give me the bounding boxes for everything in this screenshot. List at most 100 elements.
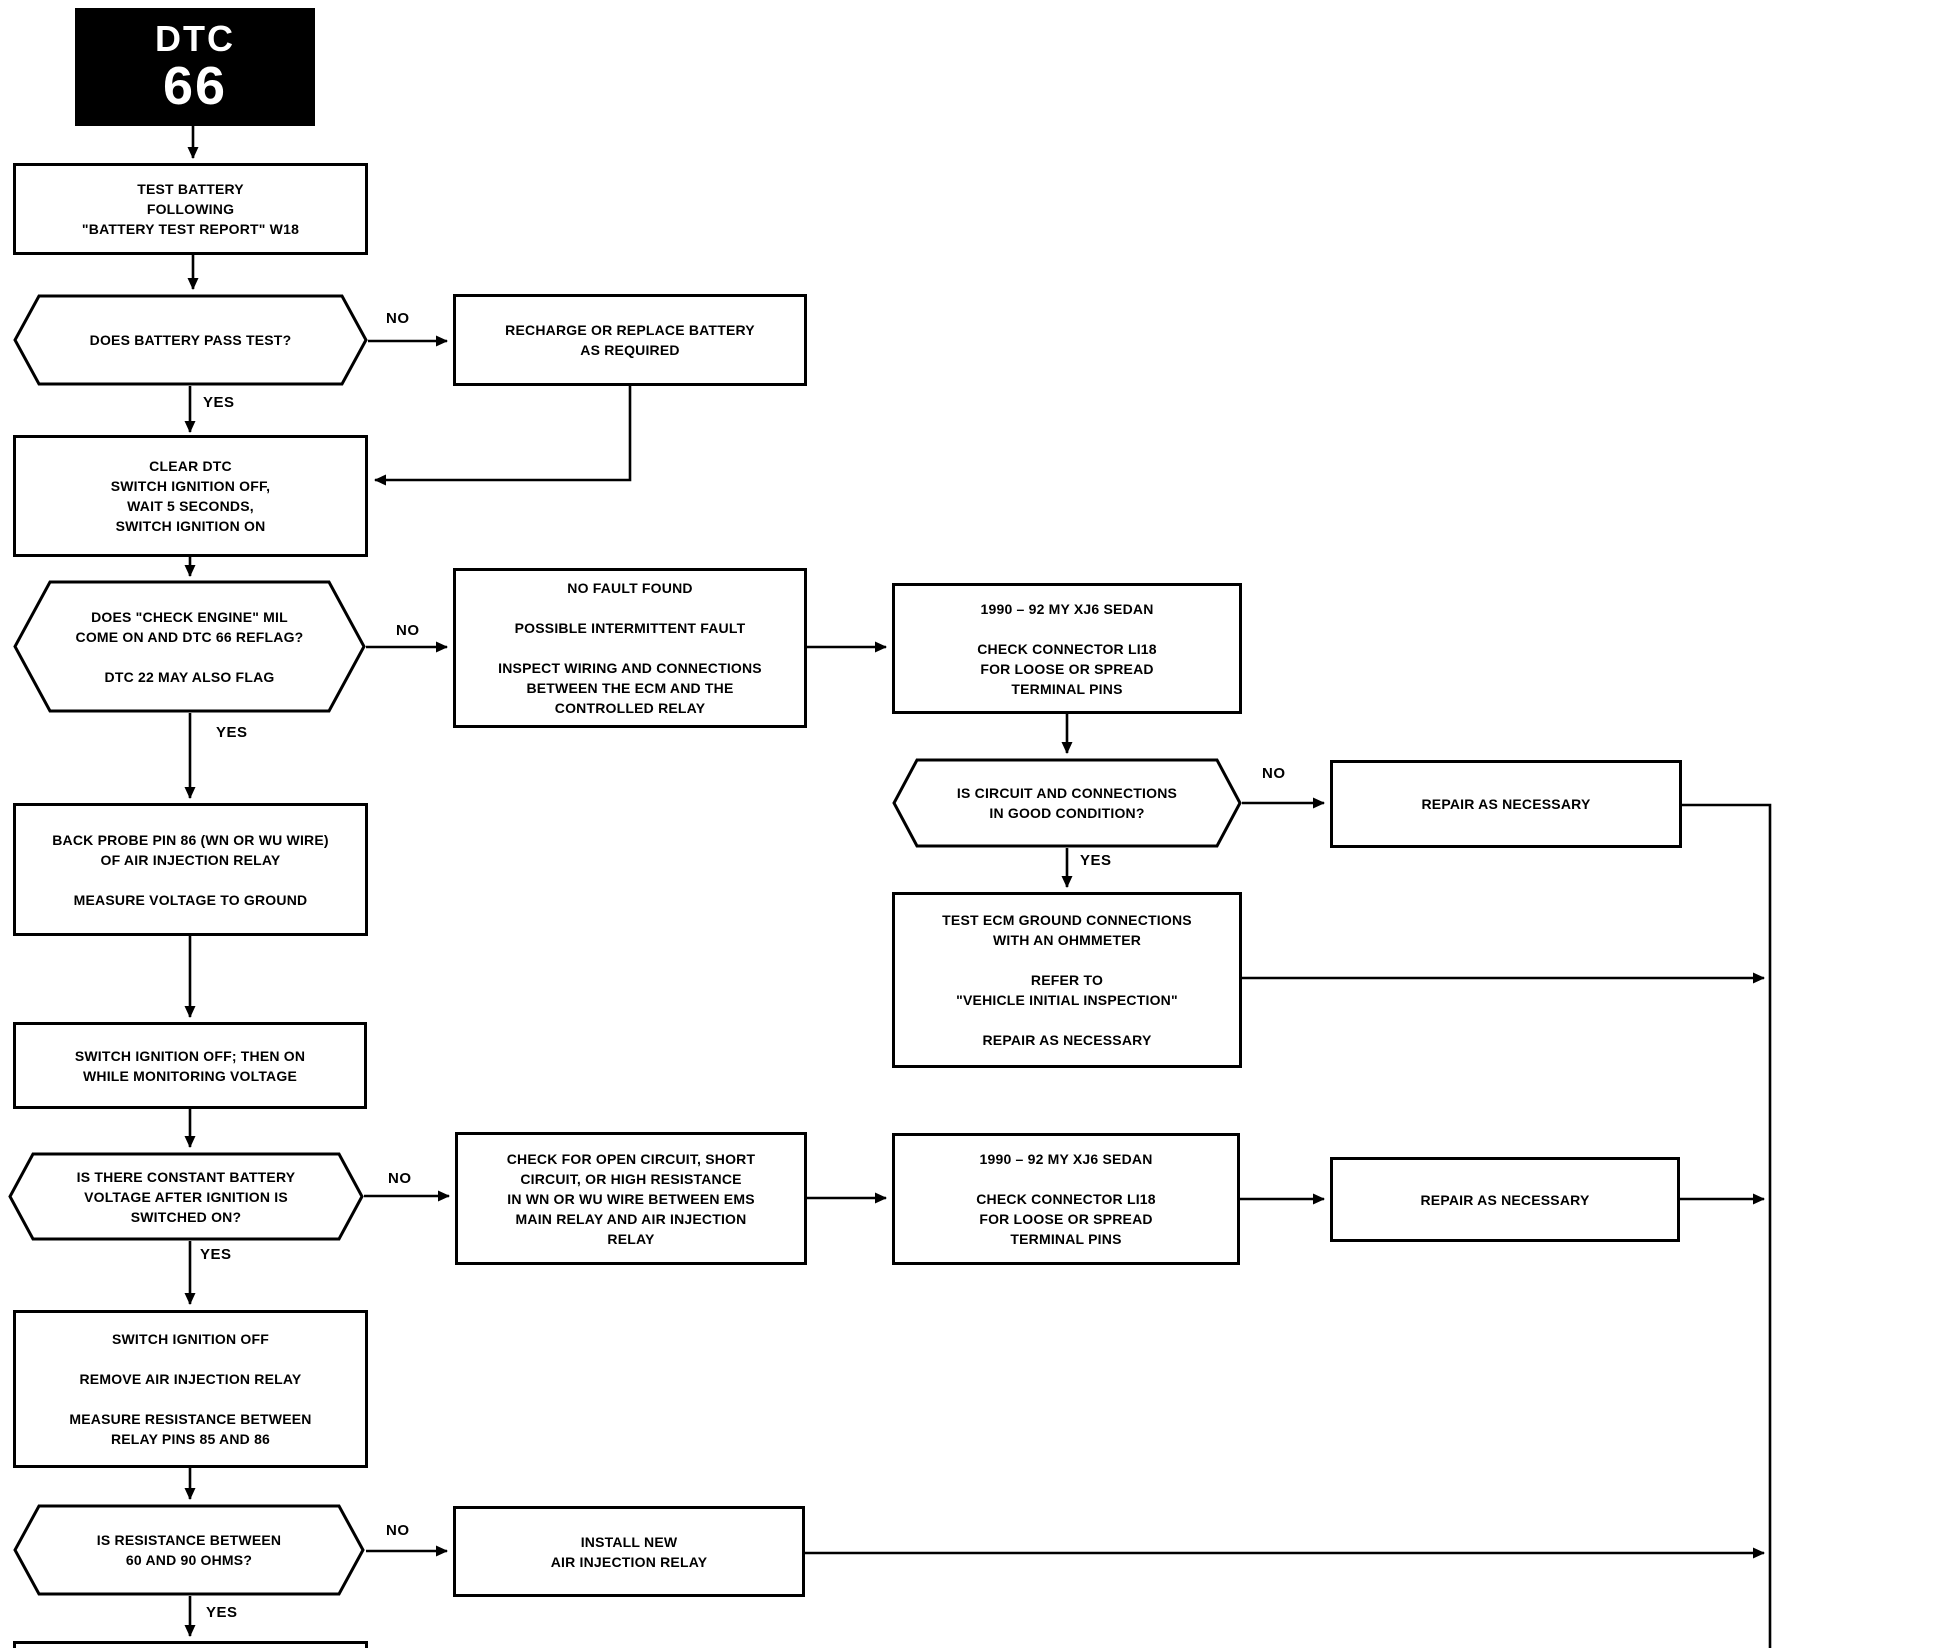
text-line: COME ON AND DTC 66 REFLAG?: [75, 628, 304, 645]
text-line: WITH AN OHMMETER: [992, 932, 1142, 948]
node-recharge-battery: RECHARGE OR REPLACE BATTERY AS REQUIRED: [453, 294, 807, 386]
text-line: BACK PROBE PIN 86 (WN OR WU WIRE): [52, 831, 329, 848]
text-line: FOLLOWING: [146, 201, 235, 217]
edge-label-yes-constant-voltage: YES: [200, 1246, 232, 1263]
text-line: [895, 619, 1239, 639]
text-line: SWITCH IGNITION OFF; THEN ON: [74, 1047, 306, 1064]
text-line: RECHARGE OR REPLACE BATTERY: [505, 322, 755, 338]
text-line: REPAIR AS NECESSARY: [982, 1032, 1152, 1048]
node-test-ecm-ground-text: TEST ECM GROUND CONNECTIONS WITH AN OHMME…: [895, 910, 1239, 1050]
text-line: SWITCH IGNITION OFF,: [110, 478, 271, 494]
text-line: WAIT 5 SECONDS,: [127, 498, 254, 514]
text-line: [456, 598, 804, 618]
text-line: CIRCUIT, OR HIGH RESISTANCE: [520, 1170, 742, 1187]
arrow-recharge-elbow-to-cleardtc: [374, 386, 632, 486]
node-check-open-circuit: CHECK FOR OPEN CIRCUIT, SHORT CIRCUIT, OR…: [455, 1132, 807, 1265]
hexagon-shape: [13, 580, 366, 713]
node-xj6-sedan-connector-2: 1990 – 92 MY XJ6 SEDAN CHECK CONNECTOR L…: [892, 1133, 1240, 1265]
text-line: POSSIBLE INTERMITTENT FAULT: [514, 620, 746, 636]
text-line: REMOVE AIR INJECTION RELAY: [79, 1371, 302, 1387]
text-line: [16, 1349, 365, 1369]
hexagon-shape: [8, 1152, 364, 1241]
edge-label-yes-circuit-ok: YES: [1080, 852, 1112, 869]
text-line: [895, 1010, 1239, 1030]
node-no-fault-found: NO FAULT FOUND POSSIBLE INTERMITTENT FAU…: [453, 568, 807, 728]
text-line: NO FAULT FOUND: [567, 580, 693, 596]
node-no-fault-found-text: NO FAULT FOUND POSSIBLE INTERMITTENT FAU…: [456, 578, 804, 718]
text-line: CHECK CONNECTOR LI18: [977, 640, 1157, 657]
text-line: AS REQUIRED: [580, 342, 680, 358]
node-xj6-sedan-connector-2-text: 1990 – 92 MY XJ6 SEDAN CHECK CONNECTOR L…: [895, 1149, 1237, 1249]
text-line: MAIN RELAY AND AIR INJECTION: [515, 1210, 747, 1227]
node-repair-as-necessary-2: REPAIR AS NECESSARY: [1330, 1157, 1680, 1242]
text-line: DTC 22 MAY ALSO FLAG: [104, 668, 275, 685]
text-line: FOR LOOSE OR SPREAD: [979, 1211, 1153, 1227]
text-line: 1990 – 92 MY XJ6 SEDAN: [980, 600, 1154, 617]
text-line: BETWEEN THE ECM AND THE: [526, 680, 734, 696]
text-line: TEST BATTERY: [137, 181, 244, 197]
text-line: CHECK FOR OPEN CIRCUIT, SHORT: [506, 1150, 756, 1167]
node-bottom-cutoff: [13, 1641, 368, 1648]
dtc-code-badge: DTC 66: [75, 8, 315, 126]
text-line: CHECK CONNECTOR LI18: [976, 1191, 1156, 1207]
node-recharge-battery-text: RECHARGE OR REPLACE BATTERY AS REQUIRED: [456, 320, 804, 360]
text-line: RELAY: [607, 1230, 655, 1247]
text-line: "BATTERY TEST REPORT" W18: [81, 221, 300, 237]
text-line: IS CIRCUIT AND CONNECTIONS: [956, 785, 1178, 801]
text-line: 1990 – 92 MY XJ6 SEDAN: [979, 1151, 1153, 1167]
edge-label-no-check-engine: NO: [396, 622, 420, 639]
text-line: CLEAR DTC: [149, 458, 232, 474]
text-line: REPAIR AS NECESSARY: [1421, 796, 1591, 812]
hexagon-shape: [13, 294, 368, 386]
node-back-probe: BACK PROBE PIN 86 (WN OR WU WIRE) OF AIR …: [13, 803, 368, 936]
edge-label-no-circuit-ok: NO: [1262, 765, 1286, 782]
text-line: [895, 1169, 1237, 1189]
hexagon-shape: [892, 758, 1242, 848]
node-xj6-sedan-connector-1: 1990 – 92 MY XJ6 SEDAN CHECK CONNECTOR L…: [892, 583, 1242, 714]
text-line: MEASURE VOLTAGE TO GROUND: [73, 891, 308, 908]
text-line: [456, 638, 804, 658]
text-line: [16, 870, 365, 890]
node-back-probe-text: BACK PROBE PIN 86 (WN OR WU WIRE) OF AIR …: [16, 830, 365, 910]
text-line: INSTALL NEW: [580, 1533, 678, 1550]
text-line: SWITCHED ON?: [130, 1208, 242, 1225]
text-line: IS THERE CONSTANT BATTERY: [76, 1168, 296, 1185]
node-battery-pass-decision: DOES BATTERY PASS TEST?: [13, 294, 368, 386]
node-repair-as-necessary-1-text: REPAIR AS NECESSARY: [1333, 794, 1679, 814]
text-line: [16, 1389, 365, 1409]
hexagon-shape: [13, 1504, 365, 1596]
text-line: INSPECT WIRING AND CONNECTIONS: [498, 660, 762, 676]
text-line: REPAIR AS NECESSARY: [1420, 1191, 1590, 1208]
text-line: [895, 950, 1239, 970]
text-line: SWITCH IGNITION ON: [115, 518, 266, 534]
text-line: FOR LOOSE OR SPREAD: [980, 660, 1154, 677]
text-line: DOES BATTERY PASS TEST?: [89, 332, 292, 348]
node-clear-dtc: CLEAR DTC SWITCH IGNITION OFF, WAIT 5 SECO…: [13, 435, 368, 557]
node-switch-off-remove-relay-text: SWITCH IGNITION OFF REMOVE AIR INJECTION…: [16, 1329, 365, 1449]
dtc-number: 66: [162, 56, 228, 116]
node-test-battery: TEST BATTERY FOLLOWING "BATTERY TEST REPOR…: [13, 163, 368, 255]
node-switch-off-remove-relay: SWITCH IGNITION OFF REMOVE AIR INJECTION…: [13, 1310, 368, 1468]
node-xj6-sedan-connector-1-text: 1990 – 92 MY XJ6 SEDAN CHECK CONNECTOR L…: [895, 599, 1239, 699]
node-repair-as-necessary-1: REPAIR AS NECESSARY: [1330, 760, 1682, 848]
text-line: AIR INJECTION RELAY: [550, 1553, 708, 1570]
text-line: TEST ECM GROUND CONNECTIONS: [942, 912, 1192, 928]
text-line: OF AIR INJECTION RELAY: [100, 851, 281, 868]
text-line: TERMINAL PINS: [1010, 1231, 1122, 1247]
text-line: IN WN OR WU WIRE BETWEEN EMS: [507, 1190, 755, 1207]
node-clear-dtc-text: CLEAR DTC SWITCH IGNITION OFF, WAIT 5 SECO…: [16, 456, 365, 536]
text-line: TERMINAL PINS: [1011, 680, 1123, 697]
edge-label-no-resistance: NO: [386, 1522, 410, 1539]
edge-label-yes-check-engine: YES: [216, 724, 248, 741]
node-test-ecm-ground: TEST ECM GROUND CONNECTIONS WITH AN OHMME…: [892, 892, 1242, 1068]
edge-label-no-battery: NO: [386, 310, 410, 327]
